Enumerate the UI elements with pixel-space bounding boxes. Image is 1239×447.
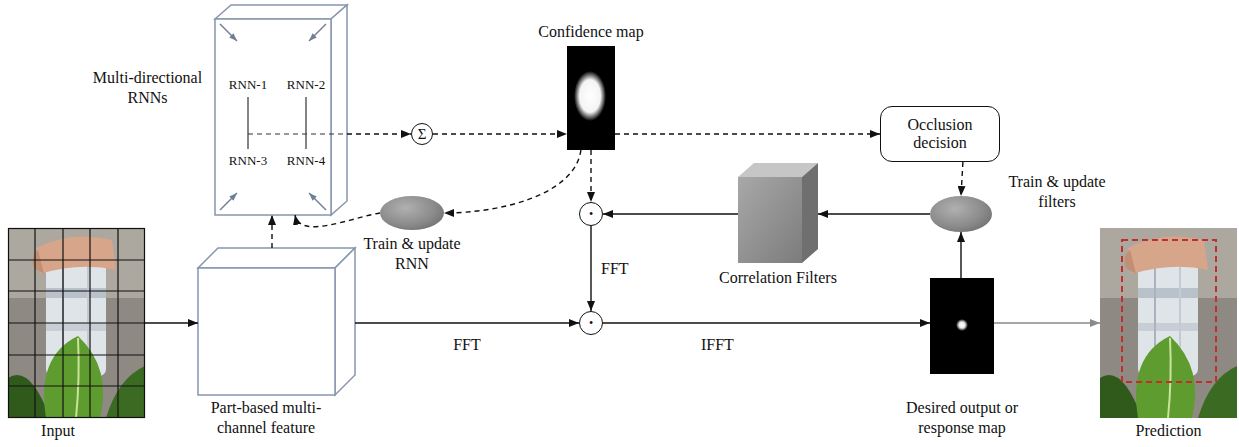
sum-symbol: Σ (418, 127, 427, 142)
connector (355, 322, 579, 323)
dashed-connector (444, 150, 581, 213)
edge-label: FFT (451, 335, 483, 355)
product-circle: • (579, 311, 603, 335)
rnn-sweep-arrows (220, 24, 326, 210)
dashed-connector (271, 215, 272, 248)
product-circle: • (579, 202, 603, 226)
sum-circle: Σ (411, 123, 433, 145)
prediction-photo (1100, 228, 1237, 418)
product-dot: • (589, 317, 593, 329)
input-image: Input (8, 228, 145, 418)
response-map-image (930, 278, 994, 374)
connector (603, 213, 738, 214)
image-caption: Prediction (1100, 421, 1237, 441)
rnn-box: Multi-directional RNNsRNN-1RNN-2RNN-3RNN… (215, 5, 347, 215)
edge-label: FFT (599, 259, 631, 279)
dashed-connector (590, 150, 591, 202)
decision-box: Occlusion decision (880, 106, 1000, 162)
connector (960, 232, 961, 278)
map-title: Confidence map (527, 22, 655, 42)
prediction-image: Prediction (1100, 228, 1237, 418)
filters-label: Correlation Filters (708, 268, 848, 288)
rnn-heading: Multi-directional RNNs (85, 68, 210, 108)
filter-cube (738, 163, 818, 263)
train-filters-ellipse: Train & update filters (930, 196, 992, 232)
dashed-connector (961, 162, 963, 196)
train-label: Train & update filters (998, 172, 1116, 212)
connector (994, 322, 1100, 323)
response-map: Desired output or response map (930, 278, 994, 374)
rnn-label: RNN-4 (281, 153, 331, 169)
input-photo (8, 228, 145, 418)
dashed-connector (347, 133, 411, 134)
dashed-connector (295, 213, 380, 227)
connector (590, 226, 591, 311)
dashed-connector (433, 133, 567, 134)
product-dot: • (589, 208, 593, 220)
decision-label: Occlusion decision (881, 116, 999, 153)
train-label: Train & update RNN (357, 234, 467, 274)
feature-cube (198, 248, 355, 395)
edge-label: IFFT (699, 335, 736, 355)
feature-box: Part-based multi-channel feature (198, 248, 355, 395)
dashed-connector (615, 133, 880, 134)
rnn-label: RNN-1 (223, 77, 273, 93)
rnn-dividers (248, 97, 347, 149)
image-caption: Input (18, 421, 98, 441)
connector (818, 213, 930, 214)
connector (145, 322, 198, 323)
rnn-label: RNN-3 (223, 153, 273, 169)
rnn-cube (215, 5, 347, 215)
rnn-label: RNN-2 (281, 77, 331, 93)
confidence-map-image (567, 46, 615, 150)
confidence-map: Confidence map (567, 46, 615, 150)
connector (603, 322, 930, 323)
feature-label: Part-based multi-channel feature (191, 398, 341, 438)
train-rnn-ellipse: Train & update RNN (380, 196, 444, 230)
correlation-filters: Correlation Filters (738, 163, 818, 263)
map-caption: Desired output or response map (897, 398, 1027, 438)
